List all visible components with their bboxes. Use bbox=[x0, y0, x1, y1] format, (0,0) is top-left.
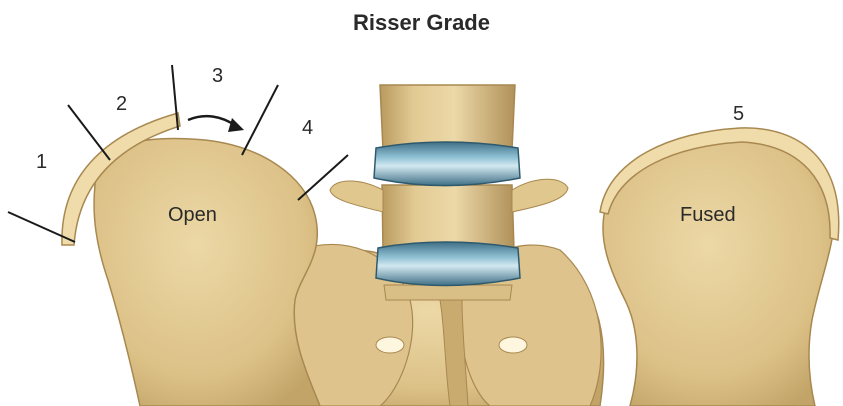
arrow-head-icon bbox=[228, 118, 244, 132]
grade-label-3: 3 bbox=[212, 65, 223, 87]
grade-label-5: 5 bbox=[733, 103, 744, 125]
progression-arrow bbox=[188, 116, 236, 126]
left-ilium bbox=[94, 138, 320, 406]
grade-label-1: 1 bbox=[36, 151, 47, 173]
right-transverse-process bbox=[512, 179, 568, 212]
grade-label-2: 2 bbox=[116, 93, 127, 115]
upper-disc bbox=[374, 142, 520, 186]
right-ilium bbox=[603, 140, 835, 406]
fused-label: Fused bbox=[680, 204, 736, 226]
grade-line-2 bbox=[68, 105, 110, 160]
grade-label-4: 4 bbox=[302, 117, 313, 139]
upper-vertebra bbox=[380, 85, 515, 150]
middle-vertebra bbox=[382, 185, 514, 250]
grade-line-4 bbox=[242, 85, 278, 155]
lower-disc bbox=[376, 242, 520, 286]
lower-vertebra-stub bbox=[384, 285, 512, 300]
open-label: Open bbox=[168, 204, 217, 226]
sacral-foramen bbox=[376, 337, 404, 353]
left-transverse-process bbox=[330, 181, 383, 212]
sacral-foramen bbox=[499, 337, 527, 353]
